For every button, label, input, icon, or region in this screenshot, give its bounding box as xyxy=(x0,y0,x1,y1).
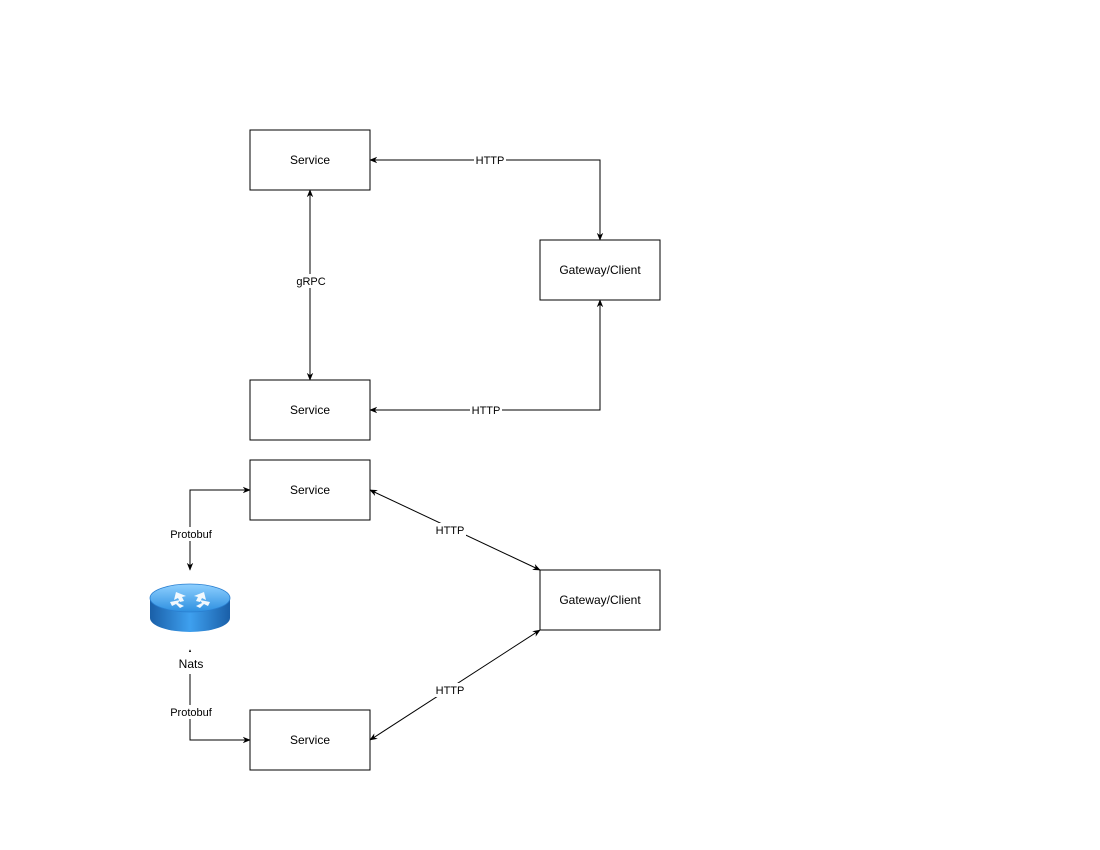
top-gateway-label: Gateway/Client xyxy=(559,263,641,277)
edge-label-bg xyxy=(470,403,502,417)
top-service-a-label: Service xyxy=(290,153,330,167)
nats-label-bg xyxy=(172,652,210,674)
top-edge-service-b-gateway[interactable] xyxy=(369,299,604,414)
bottom-edge-label-a-gateway: HTTP xyxy=(436,525,465,537)
top-service-a-node[interactable]: Service xyxy=(249,129,371,191)
bottom-edge-label-b-nats: Protobuf xyxy=(170,707,213,719)
edge-label-bg xyxy=(474,153,506,167)
bottom-gateway-node[interactable]: Gateway/Client xyxy=(539,569,661,631)
bottom-service-b-label: Service xyxy=(290,733,330,747)
edge-label-bg xyxy=(434,523,466,537)
top-edge-label-b-gateway: HTTP xyxy=(472,405,501,417)
top-edge-label-a-b: gRPC xyxy=(296,276,325,288)
bottom-edge-label-a-nats: Protobuf xyxy=(170,529,213,541)
edge-label-bg xyxy=(434,683,466,697)
bottom-service-a-label: Service xyxy=(290,483,330,497)
nats-label: Nats xyxy=(179,657,204,671)
top-gateway-node[interactable]: Gateway/Client xyxy=(539,239,661,301)
bottom-gateway-label: Gateway/Client xyxy=(559,593,641,607)
top-service-b-label: Service xyxy=(290,403,330,417)
top-edge-label-a-gateway: HTTP xyxy=(476,155,505,167)
edge-label-bg xyxy=(168,705,214,719)
top-edge-service-a-gateway[interactable] xyxy=(369,156,604,241)
bottom-service-a-node[interactable]: Service xyxy=(249,459,371,521)
edge-label-bg xyxy=(168,527,214,541)
bottom-edge-label-b-gateway: HTTP xyxy=(436,685,465,697)
edge-label-bg xyxy=(294,274,328,288)
bottom-edge-service-b-nats[interactable] xyxy=(186,649,251,744)
bottom-service-b-node[interactable]: Service xyxy=(249,709,371,771)
router-icon[interactable] xyxy=(149,583,231,632)
top-service-b-node[interactable]: Service xyxy=(249,379,371,441)
bottom-diagram: HTTP HTTP Protobuf Protobuf Nats xyxy=(149,459,661,771)
bottom-edge-service-a-nats[interactable] xyxy=(186,486,251,571)
top-diagram: HTTP HTTP gRPC Service Gateway/Client Se… xyxy=(249,129,661,441)
